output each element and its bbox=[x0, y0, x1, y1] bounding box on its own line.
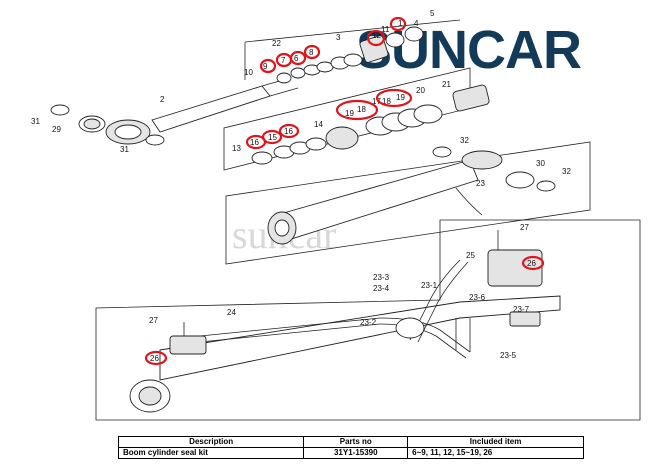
callout-15: 15 bbox=[268, 133, 277, 142]
header-included-item: Included item bbox=[407, 436, 584, 448]
callout-26b: 26 bbox=[150, 354, 159, 363]
callout-13: 13 bbox=[232, 144, 241, 153]
callout-19b: 19 bbox=[396, 93, 405, 102]
callout-10: 10 bbox=[244, 68, 253, 77]
table-row: Boom cylinder seal kit 31Y1-15390 6~9, 1… bbox=[117, 447, 584, 459]
piston-rod bbox=[151, 85, 271, 133]
callout-27: 27 bbox=[520, 223, 529, 232]
callout-7: 7 bbox=[281, 56, 286, 65]
callout-16b: 16 bbox=[284, 127, 293, 136]
callout-17: 17 bbox=[372, 97, 381, 106]
callout-31b: 31 bbox=[120, 145, 129, 154]
cell-parts-no: 31Y1-15390 bbox=[303, 447, 409, 459]
header-parts-no: Parts no bbox=[303, 436, 409, 448]
pipe-assembly bbox=[95, 219, 641, 421]
callout-18: 18 bbox=[357, 105, 366, 114]
callout-18b: 18 bbox=[382, 97, 391, 106]
callout-8: 8 bbox=[309, 48, 314, 57]
callout-30: 30 bbox=[536, 159, 545, 168]
callout-27b: 27 bbox=[149, 316, 158, 325]
callout-23-2: 23-2 bbox=[360, 318, 377, 327]
callout-31: 31 bbox=[31, 117, 40, 126]
cell-included-item: 6~9, 11, 12, 15~19, 26 bbox=[407, 447, 584, 459]
callout-24: 24 bbox=[227, 308, 236, 317]
callout-23-4: 23-4 bbox=[373, 284, 390, 293]
callout-labels: 1 2 3 4 5 6 7 8 9 10 11 12 13 14 15 16 1… bbox=[31, 9, 571, 363]
callout-22: 22 bbox=[272, 39, 281, 48]
callout-4: 4 bbox=[414, 19, 419, 28]
cylinder-tube bbox=[225, 141, 591, 265]
callout-5: 5 bbox=[430, 9, 435, 18]
callout-16: 16 bbox=[250, 138, 259, 147]
cell-description: Boom cylinder seal kit bbox=[117, 447, 305, 459]
logo-text: SUNCAR bbox=[356, 20, 581, 80]
callout-21: 21 bbox=[442, 80, 451, 89]
callout-25: 25 bbox=[466, 251, 475, 260]
callout-23: 23 bbox=[476, 179, 485, 188]
callout-6: 6 bbox=[294, 54, 299, 63]
table-header-row: Description Parts no Included item bbox=[117, 436, 584, 448]
callout-2: 2 bbox=[160, 95, 165, 104]
callout-23-3: 23-3 bbox=[373, 273, 390, 282]
callout-23-5: 23-5 bbox=[500, 351, 517, 360]
callout-26: 26 bbox=[527, 259, 536, 268]
callout-19: 19 bbox=[345, 109, 354, 118]
callout-32: 32 bbox=[460, 136, 469, 145]
callout-23-6: 23-6 bbox=[469, 293, 486, 302]
callout-3: 3 bbox=[336, 33, 341, 42]
parts-table: Description Parts no Included item Boom … bbox=[117, 436, 584, 459]
callout-20: 20 bbox=[416, 86, 425, 95]
exploded-piston-group bbox=[223, 67, 490, 171]
callout-9: 9 bbox=[263, 62, 268, 71]
callout-23-7: 23-7 bbox=[513, 305, 530, 314]
callout-12: 12 bbox=[372, 31, 381, 40]
callout-29: 29 bbox=[52, 125, 61, 134]
exploded-rod-group bbox=[50, 19, 461, 146]
callout-14: 14 bbox=[314, 120, 323, 129]
seal-kit-highlights bbox=[144, 16, 545, 366]
callout-23-1: 23-1 bbox=[421, 281, 438, 290]
tube-body bbox=[279, 159, 479, 241]
callout-11: 11 bbox=[381, 25, 390, 34]
header-description: Description bbox=[117, 436, 305, 448]
callout-1: 1 bbox=[398, 19, 403, 28]
callout-32b: 32 bbox=[562, 167, 571, 176]
suncar-logo: SUNCAR bbox=[356, 20, 582, 80]
